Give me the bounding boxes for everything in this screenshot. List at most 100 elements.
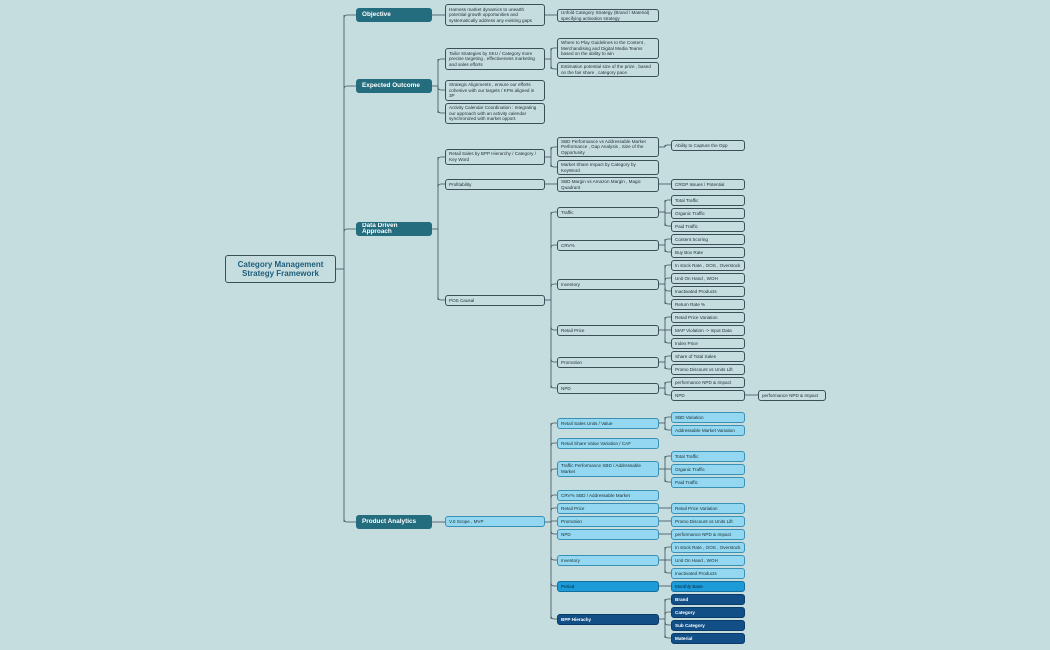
dda-item[interactable]: Market Share Impact by Category by KeyWo… [557, 160, 659, 175]
dda-item[interactable]: Total Traffic [671, 195, 745, 206]
connector-line [550, 468, 557, 473]
dda-item[interactable]: Inactivated Products [671, 286, 745, 297]
outcome-item[interactable]: Tailor strategies by SKU / Category more… [445, 48, 545, 70]
pa-item[interactable]: performance NPD & Impact [671, 529, 745, 540]
pa-item[interactable]: NPD [557, 529, 659, 540]
pa-item[interactable]: CRV% SBD / Addressable Market [557, 490, 659, 501]
dda-item[interactable]: MAP Violation -> Input Data [671, 325, 745, 336]
dda-item[interactable]: POS Causal [445, 295, 545, 306]
dda-item[interactable]: Ability to Capture the Opp [671, 140, 745, 151]
pa-item[interactable]: Inactivated Products [671, 568, 745, 579]
objective-topic[interactable]: Objective [356, 8, 432, 22]
outcome-item[interactable]: Estimation potential size of the prize ,… [557, 62, 659, 77]
dda-item[interactable]: CRV% [557, 240, 659, 251]
expected-outcome-topic[interactable]: Expected Outcome [356, 79, 432, 93]
dda-item[interactable]: Retail Price Variation [671, 312, 745, 323]
dda-item[interactable]: performance NPD & Impact [671, 377, 745, 388]
connector-line [664, 339, 671, 344]
product-analytics-topic[interactable]: Product Analytics [356, 515, 432, 529]
dda-item[interactable]: Return Rate % [671, 299, 745, 310]
connector-line [664, 264, 671, 269]
connector-line [437, 109, 445, 114]
pa-item[interactable]: Unit On Hand , WOH [671, 555, 745, 566]
dda-item[interactable]: NPD [557, 383, 659, 394]
connector-line [664, 248, 671, 253]
dda-item[interactable]: Traffic [557, 207, 659, 218]
connector-line [550, 65, 557, 70]
dda-item[interactable]: Promotion [557, 357, 659, 368]
dda-item[interactable]: Retail Sales by BPP Hierarchy / Category… [445, 149, 545, 165]
dda-item[interactable]: Profitability [445, 179, 545, 190]
outcome-item[interactable]: Activity Calendar Coordination : Integra… [445, 103, 545, 124]
connector-line [550, 283, 557, 288]
dda-item[interactable]: Index Price [671, 338, 745, 349]
pa-item[interactable]: Period [557, 581, 659, 592]
pa-item[interactable]: Brand [671, 594, 745, 605]
connector-line [664, 634, 671, 639]
dda-item[interactable]: Promo Discount vs Units Lift [671, 364, 745, 375]
connector-line [664, 391, 671, 396]
connector-line [550, 244, 557, 249]
pa-item[interactable]: Material [671, 633, 745, 644]
dda-item[interactable]: CRGP Issues / Potential [671, 179, 745, 190]
dda-item[interactable]: In stock Rate , OOS , Overstock [671, 260, 745, 271]
pa-item[interactable]: Traffic Performance SBD / Addressable Ma… [557, 461, 659, 477]
connector-line [664, 416, 671, 421]
connector-line [343, 228, 356, 233]
pa-item[interactable]: Retail Price [557, 503, 659, 514]
objective-item[interactable]: Unfold Category Strategy (Brand / Materi… [557, 9, 659, 22]
pa-item[interactable]: Retail Price Variation [671, 503, 745, 514]
connector-line [550, 556, 557, 561]
connector-line [550, 442, 557, 447]
pa-item[interactable]: Category [671, 607, 745, 618]
dda-item[interactable]: Unit On Hand , WOH [671, 273, 745, 284]
connector-line [664, 546, 671, 551]
connector-line [437, 183, 445, 188]
dda-item[interactable]: Share of Total Sales [671, 351, 745, 362]
pa-item[interactable]: Organic Traffic [671, 464, 745, 475]
data-driven-approach-topic[interactable]: Data Driven Approach [356, 222, 432, 236]
dda-item[interactable]: Paid Traffic [671, 221, 745, 232]
connector-line [664, 238, 671, 243]
pa-item[interactable]: Promotion [557, 516, 659, 527]
connector-line [664, 277, 671, 282]
connector-line [437, 156, 445, 161]
dda-item[interactable]: Buy Box Rate [671, 247, 745, 258]
pa-item[interactable]: Addressable Market Variation [671, 425, 745, 436]
dda-item[interactable]: Retail Price [557, 325, 659, 336]
pa-item[interactable]: Retail Sales Units / Value [557, 418, 659, 429]
dda-item[interactable]: NPD [671, 390, 745, 401]
connector-line [343, 14, 356, 19]
dda-item[interactable]: performance NPD & Impact [758, 390, 826, 401]
dda-item[interactable]: Inventory [557, 279, 659, 290]
pa-item[interactable]: In stock Rate , OOS , Overstock [671, 542, 745, 553]
objective-item[interactable]: Harness market dynamics to unearth poten… [445, 4, 545, 26]
outcome-item[interactable]: Strategic Alignments , ensure our effort… [445, 80, 545, 101]
pa-item[interactable]: V.0 Scope , MVP [445, 516, 545, 527]
connector-line [550, 507, 557, 512]
pa-item[interactable]: SBD Variation [671, 412, 745, 423]
root-topic[interactable]: Category Management Strategy Framework [225, 255, 336, 283]
connector-line [664, 211, 671, 214]
pa-item[interactable]: Inventory [557, 555, 659, 566]
pa-item[interactable]: Monthly Base [671, 581, 745, 592]
dda-item[interactable]: SBD Performance vs Addressable Market Pe… [557, 137, 659, 157]
connector-line [664, 365, 671, 370]
connector-line [437, 58, 445, 63]
dda-item[interactable]: Organic Traffic [671, 208, 745, 219]
outcome-item[interactable]: Where to Play Guidelines to the Content … [557, 38, 659, 59]
connector-line [550, 326, 557, 331]
connector-line [664, 381, 671, 386]
pa-item[interactable]: Paid Traffic [671, 477, 745, 488]
connector-line [550, 615, 557, 620]
pa-item[interactable]: Retail Share Value Variation / CAF [557, 438, 659, 449]
pa-item[interactable]: BPP Hierachy [557, 614, 659, 625]
dda-item[interactable]: SBD Margin vs Amazon Margin , Magic Quad… [557, 177, 659, 192]
dda-item[interactable]: Content Scoring [671, 234, 745, 245]
pa-item[interactable]: Sub Category [671, 620, 745, 631]
connector-line [437, 86, 445, 91]
connector-line [550, 494, 557, 499]
pa-item[interactable]: Promo Discount vs Units Lift [671, 516, 745, 527]
pa-item[interactable]: Total Traffic [671, 451, 745, 462]
